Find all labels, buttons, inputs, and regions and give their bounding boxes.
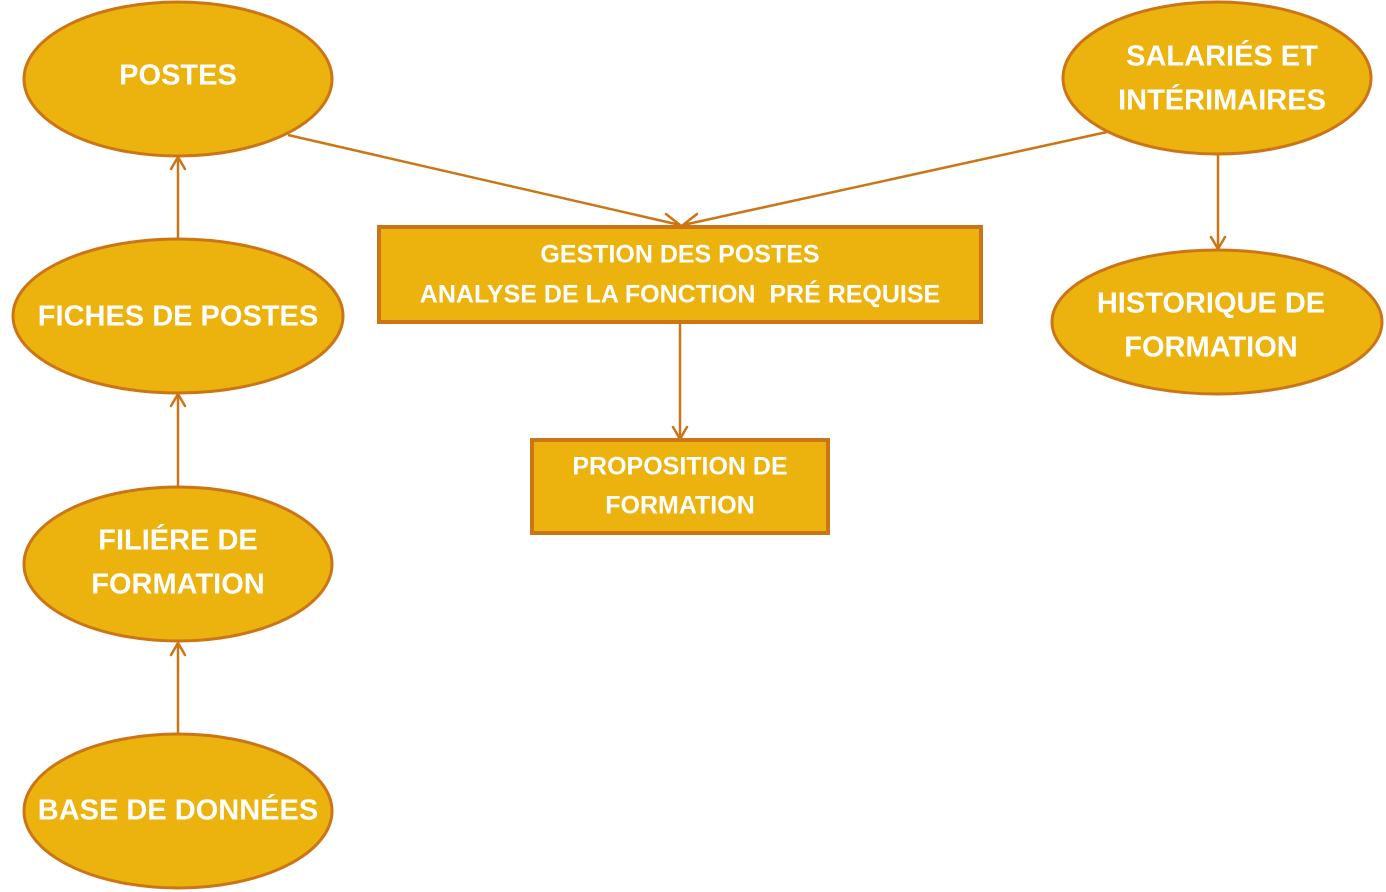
node-base-de-donnees[interactable]: BASE DE DONNÉES <box>22 732 334 890</box>
node-label-line-2: FORMATION <box>91 569 264 601</box>
node-label-line-1: GESTION DES POSTES <box>540 241 819 269</box>
node-fiches-de-postes[interactable]: FICHES DE POSTES <box>11 237 345 395</box>
node-salaries-et-interimaires[interactable]: SALARIÉS ET INTÉRIMAIRES <box>1061 0 1373 156</box>
node-proposition-de-formation[interactable]: PROPOSITION DE FORMATION <box>530 438 830 535</box>
node-label-line-2: FORMATION <box>605 492 755 520</box>
edge-base-to-filiere <box>169 640 187 733</box>
node-label: FICHES DE POSTES <box>38 301 318 333</box>
edge-filiere-to-fiches <box>169 391 187 487</box>
node-label-line-2: ANALYSE DE LA FONCTION PRÉ REQUISE <box>420 280 940 309</box>
node-label: POSTES <box>119 60 237 92</box>
node-label-line-2: FORMATION <box>1124 332 1297 364</box>
edge-salaries-to-historique <box>1209 154 1227 252</box>
node-label-line-1: SALARIÉS ET <box>1126 39 1318 73</box>
node-label-line-1: HISTORIQUE DE <box>1097 288 1325 320</box>
edge-gestion-to-proposition <box>671 323 689 442</box>
node-filiere-de-formation[interactable]: FILIÉRE DE FORMATION <box>22 485 334 643</box>
edge-fiches-to-postes <box>169 154 187 238</box>
node-label: BASE DE DONNÉES <box>38 793 318 827</box>
node-postes[interactable]: POSTES <box>22 0 334 158</box>
arrowhead-icon <box>169 640 187 657</box>
node-gestion-des-postes[interactable]: GESTION DES POSTES ANALYSE DE LA FONCTIO… <box>377 225 983 324</box>
node-label-line-1: PROPOSITION DE <box>572 453 787 481</box>
node-label-line-2: INTÉRIMAIRES <box>1118 83 1326 117</box>
edge-salaries-to-gestion <box>680 130 1108 230</box>
node-historique-de-formation[interactable]: HISTORIQUE DE FORMATION <box>1050 248 1384 396</box>
edge-postes-to-gestion <box>287 133 683 230</box>
node-label-line-1: FILIÉRE DE <box>98 523 258 557</box>
